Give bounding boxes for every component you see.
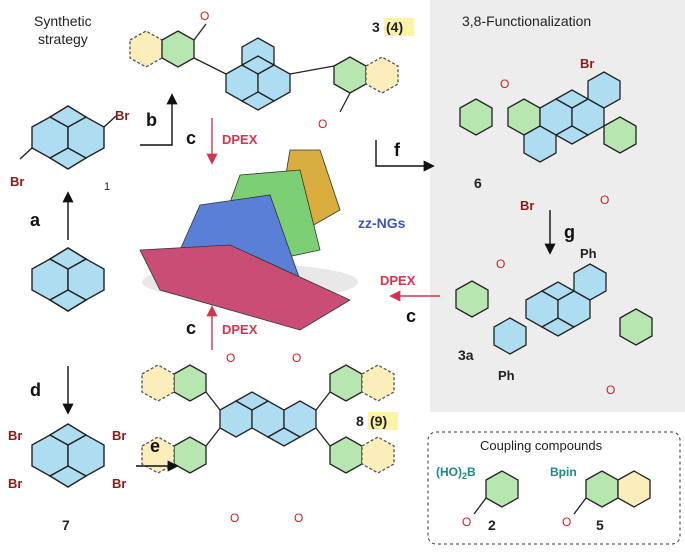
compound-3a-label: 3a [458, 347, 474, 363]
compound-7-br-bl: Br [8, 476, 22, 491]
step-c-bottom-label: c [186, 318, 196, 338]
compound-7-br-tl: Br [8, 428, 22, 443]
strategy-title-line1: Synthetic [34, 13, 92, 29]
compound-6-label: 6 [474, 175, 482, 191]
compound-6-o-right: O [600, 193, 609, 207]
compound-5-o: O [562, 515, 571, 529]
compound-7-br-br: Br [112, 476, 126, 491]
compound-3-o-top: O [200, 9, 209, 23]
compound-3a-ph-top: Ph [580, 246, 597, 261]
compound-4-label: (4) [386, 19, 403, 35]
step-d-label: d [30, 380, 41, 400]
compound-1-dibromopyrene [19, 105, 117, 170]
zz-ngs-label: zz-NGs [358, 215, 406, 231]
compound-6-structure [459, 71, 637, 163]
compound-7-br-tr: Br [112, 428, 126, 443]
compound-9-label: (9) [370, 413, 387, 429]
compound-7-label: 7 [62, 517, 70, 533]
compound-3a-ph-bottom: Ph [498, 368, 515, 383]
compound-3-label: 3 [372, 19, 380, 35]
compound-6-o-left: O [500, 77, 509, 91]
compound-1-br-top: Br [115, 108, 129, 123]
compound-4-highlight [384, 18, 414, 36]
compound-8-o-br: O [294, 511, 303, 525]
dpex-top-label: DPEX [222, 132, 258, 147]
step-e-label: e [150, 436, 160, 456]
pyrene-parent [31, 247, 105, 312]
coupling-compounds-box [427, 431, 681, 545]
zz-ng-stack [139, 149, 358, 331]
compound-8-label: 8 [356, 413, 364, 429]
compound-8-structure [141, 364, 395, 474]
compound-3-o-bottom: O [318, 117, 327, 131]
compound-8-o-tl: O [226, 351, 235, 365]
arrow-b [140, 93, 178, 146]
compound-1-label: 1 [104, 181, 110, 193]
strategy-title-line2: strategy [38, 31, 88, 47]
compound-3a-o-left: O [496, 257, 505, 271]
compound-8-o-bl: O [230, 511, 239, 525]
functionalization-title: 3,8-Functionalization [462, 13, 591, 29]
compound-3-structure [129, 23, 399, 113]
coupling-box-title: Coupling compounds [480, 438, 603, 453]
arrow-f [375, 140, 435, 172]
compound-6-br-bottom: Br [520, 198, 534, 213]
step-a-label: a [30, 210, 41, 230]
step-c-top-label: c [186, 128, 196, 148]
compound-5-structure [573, 470, 651, 515]
compound-9-highlight [368, 412, 398, 430]
step-g-label: g [564, 222, 575, 242]
compound-2-label: 2 [488, 517, 496, 533]
step-c-right-label: c [406, 306, 416, 326]
compound-1-br-bottom: Br [10, 174, 24, 189]
compound-5-bpin: Bpin [550, 465, 577, 479]
compound-3a-o-right: O [606, 383, 615, 397]
compound-5-label: 5 [596, 517, 604, 533]
dpex-right-label: DPEX [380, 273, 416, 288]
step-b-label: b [146, 110, 157, 130]
compound-3a-structure [455, 263, 653, 355]
compound-2-structure [473, 470, 519, 515]
compound-2-o: O [462, 515, 471, 529]
step-f-label: f [394, 140, 401, 160]
compound-2-boronic-acid: (HO)2B [436, 465, 476, 481]
compound-7-tetrabromopyrene [31, 423, 105, 488]
dpex-bottom-label: DPEX [222, 322, 258, 337]
compound-6-br-top: Br [580, 56, 594, 71]
compound-8-o-tr: O [292, 351, 301, 365]
functionalization-panel [430, 0, 685, 412]
